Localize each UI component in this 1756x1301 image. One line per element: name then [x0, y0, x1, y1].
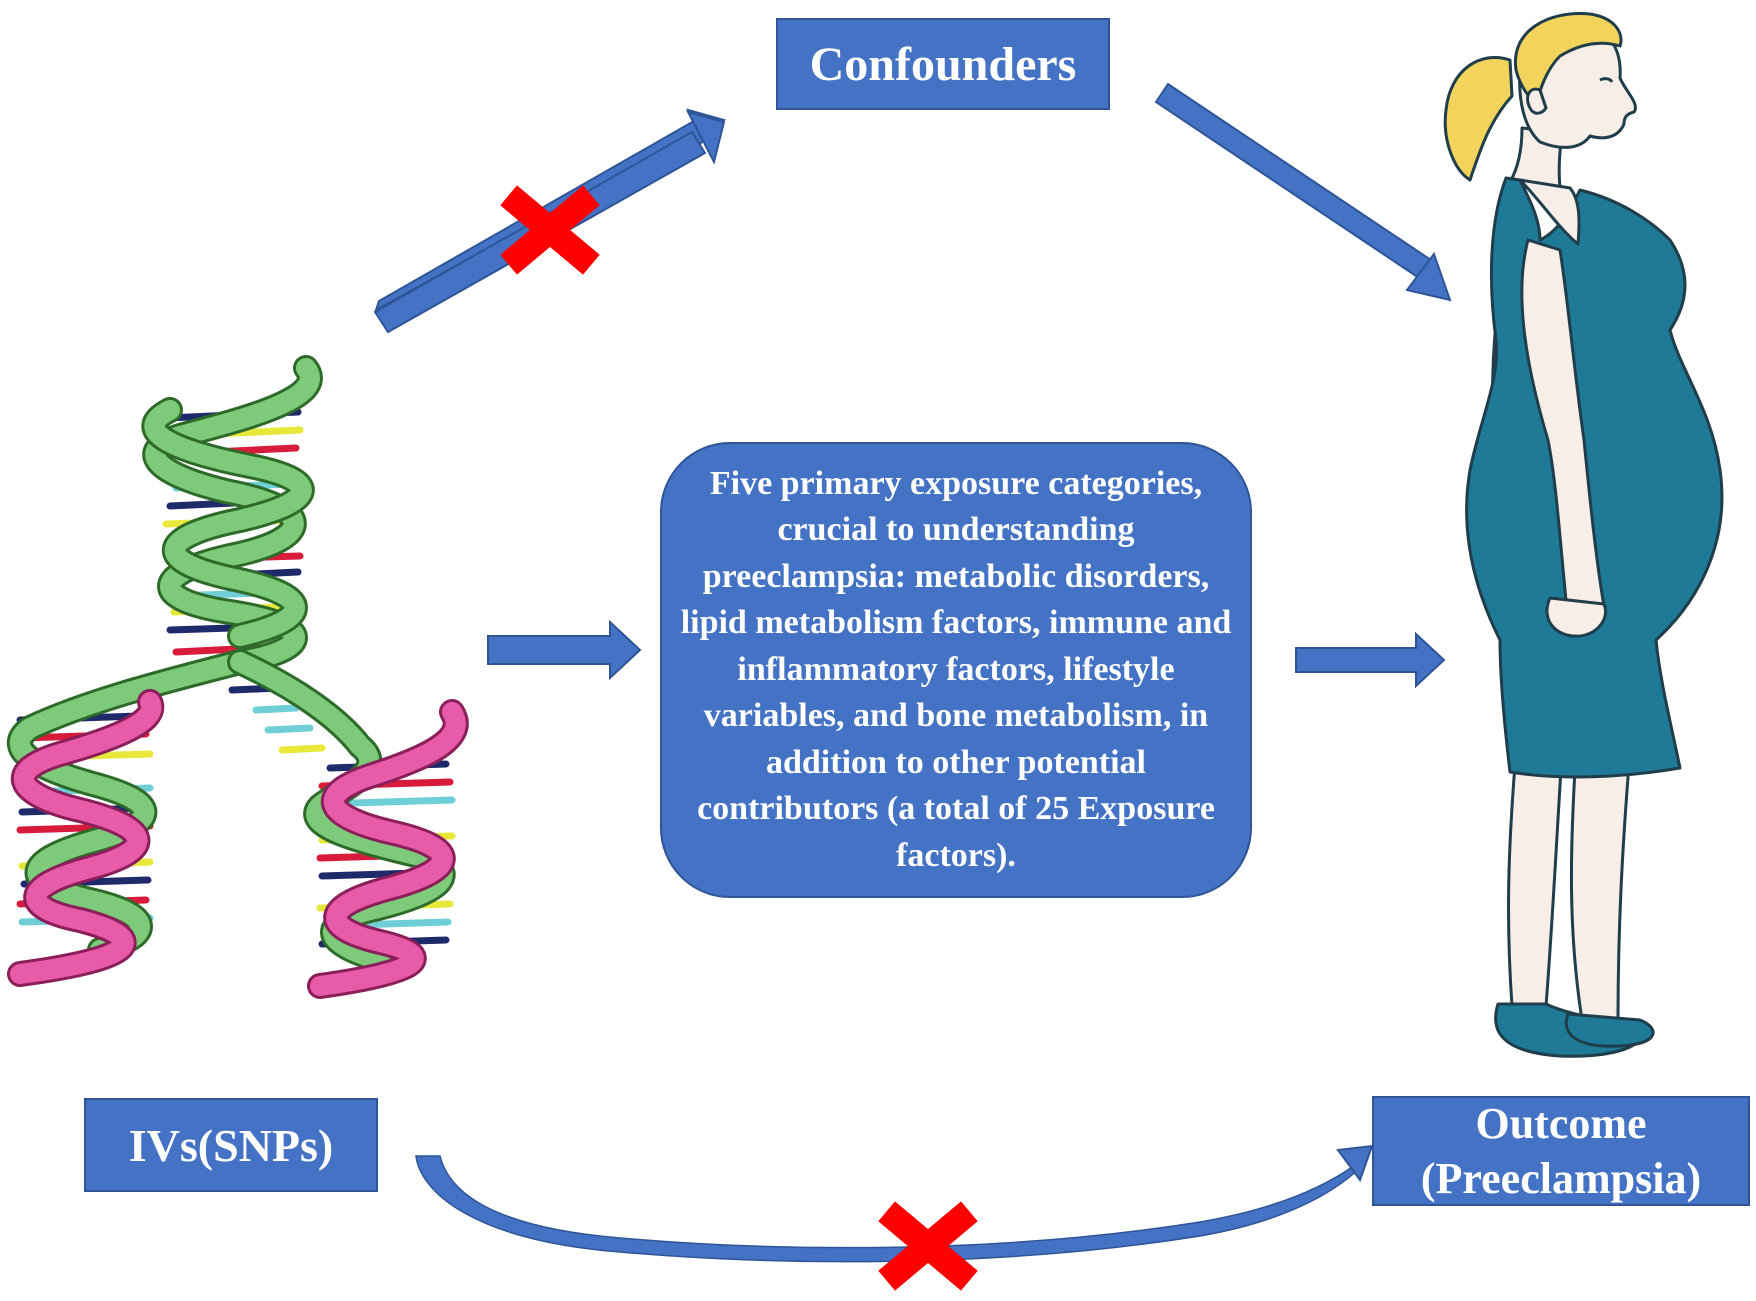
outcome-sublabel: (Preeclampsia) — [1420, 1154, 1702, 1203]
dna-helix-icon — [7, 355, 469, 999]
arrow-ivs-to-outcome-curve — [415, 1155, 1362, 1263]
arrow-ivs-to-exposure — [487, 619, 642, 681]
confounders-box: Confounders — [776, 18, 1110, 110]
ivs-box: IVs(SNPs) — [84, 1098, 378, 1192]
outcome-label: Outcome — [1475, 1099, 1647, 1148]
ivs-label: IVs(SNPs) — [128, 1119, 334, 1171]
arrow-exposure-to-outcome — [1295, 631, 1446, 689]
arrow-confounders-to-outcome-head — [1405, 251, 1452, 302]
pregnant-woman-icon — [1443, 11, 1724, 1058]
cross-icon — [500, 185, 600, 275]
cross-icon — [878, 1201, 978, 1291]
exposure-box: Five primary exposure categories, crucia… — [660, 442, 1252, 898]
arrow-ivs-to-confounders — [374, 108, 726, 313]
arrow-confounders-to-outcome-body — [1154, 82, 1433, 280]
outcome-box: Outcome (Preeclampsia) — [1372, 1096, 1750, 1206]
confounders-label: Confounders — [809, 37, 1077, 91]
exposure-text: Five primary exposure categories, crucia… — [680, 464, 1232, 874]
arrow-ivs-to-confounders-head — [686, 110, 726, 165]
arrow-ivs-to-outcome-head — [1336, 1144, 1374, 1183]
